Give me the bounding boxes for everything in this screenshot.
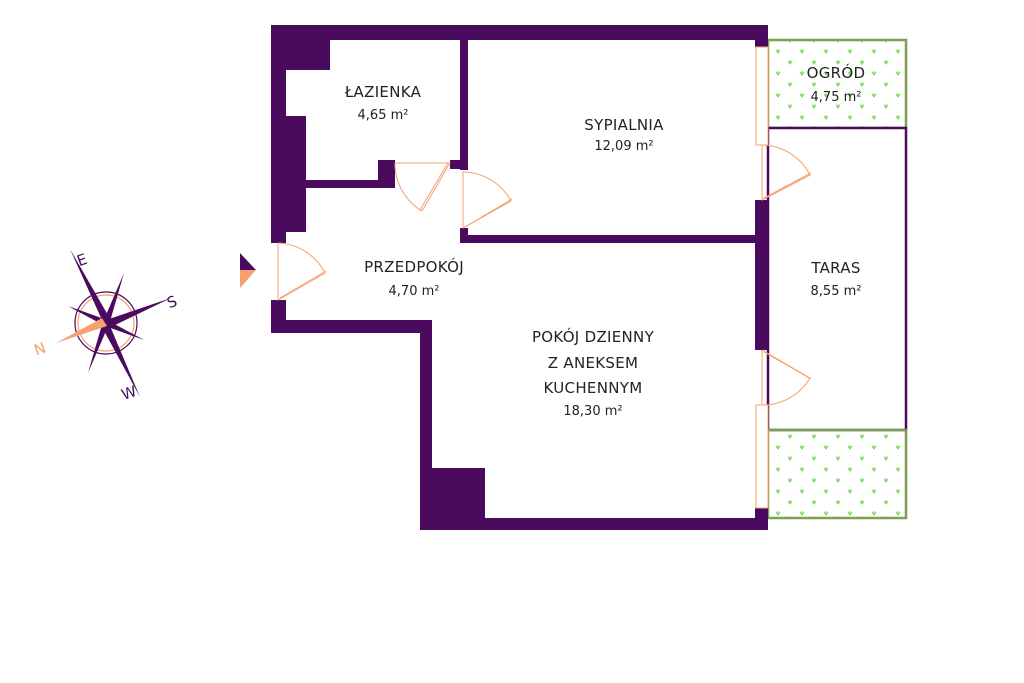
walls — [271, 25, 768, 530]
compass-rose-icon — [56, 249, 171, 397]
garden-bottom — [766, 428, 908, 520]
compass-west: W — [119, 382, 139, 404]
entry-marker-icon — [240, 253, 256, 288]
garden-label: OGRÓD — [807, 63, 866, 82]
bedroom-label: SYPIALNIA — [584, 116, 664, 134]
bedroom-door[interactable] — [462, 171, 513, 229]
living-terrace-door[interactable] — [761, 349, 812, 406]
entrance-door[interactable] — [277, 242, 327, 301]
garden-area: 4,75 m² — [811, 90, 862, 105]
terrace — [766, 126, 908, 432]
terrace-area: 8,55 m² — [811, 284, 862, 299]
garden-top — [766, 38, 908, 130]
terrace-label: TARAS — [810, 259, 860, 277]
window-top — [755, 46, 769, 146]
compass-east: E — [74, 250, 89, 270]
bathroom-label: ŁAZIENKA — [344, 83, 422, 101]
living-area: 18,30 m² — [563, 404, 622, 419]
hallway-label: PRZEDPOKÓJ — [364, 257, 464, 276]
bathroom-door[interactable] — [394, 162, 451, 212]
hallway-area: 4,70 m² — [389, 284, 440, 299]
living-label-line2: Z ANEKSEM — [548, 354, 638, 372]
window-bottom — [755, 404, 769, 509]
living-label-line3: KUCHENNYM — [544, 379, 643, 397]
bedroom-area: 12,09 m² — [594, 139, 653, 154]
living-label-line1: POKÓJ DZIENNY — [532, 327, 655, 346]
compass-north: N — [32, 339, 49, 360]
compass-south: S — [164, 292, 179, 312]
bedroom-terrace-door[interactable] — [761, 144, 812, 201]
bathroom-area: 4,65 m² — [358, 108, 409, 123]
